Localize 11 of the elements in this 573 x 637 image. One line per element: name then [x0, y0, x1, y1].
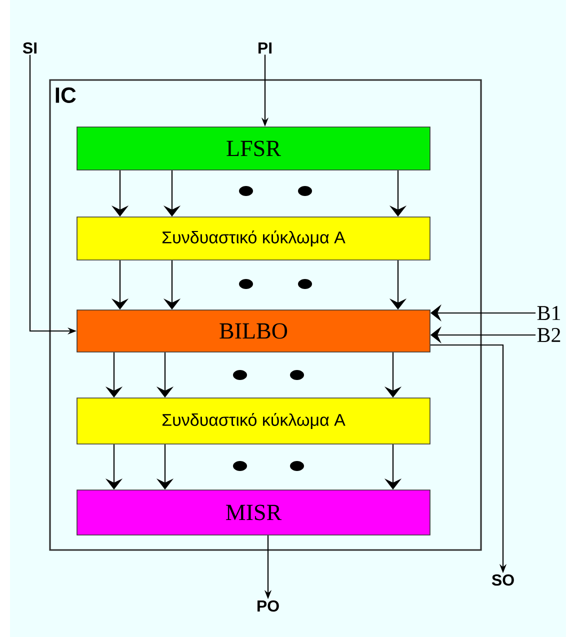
signal-label: PO [258, 600, 279, 612]
register-box: MISR [76, 490, 430, 536]
signal-label: PI [258, 42, 272, 54]
signal-label: SO [492, 574, 514, 586]
circuit-box: Συνδυαστικό κύκλωμα A [76, 216, 430, 260]
signal-label: SI [22, 42, 36, 54]
signal-label: B1 [537, 306, 560, 320]
register-box: BILBO [76, 310, 430, 352]
signal-label: B2 [537, 328, 560, 342]
register-box: LFSR [76, 126, 430, 170]
circuit-box: Συνδυαστικό κύκλωμα A [76, 398, 430, 444]
